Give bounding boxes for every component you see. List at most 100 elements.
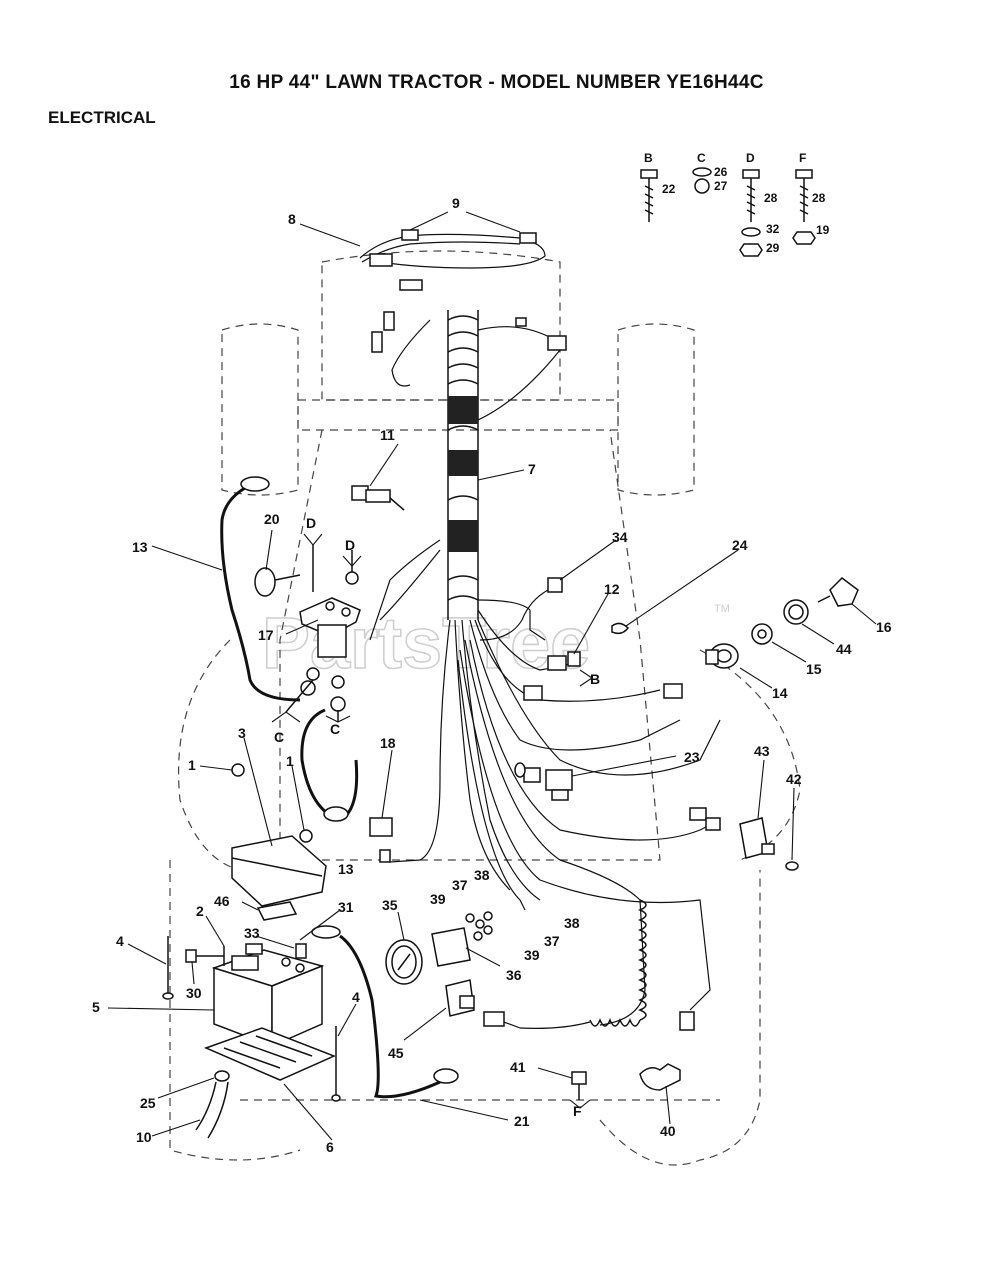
fuse-11 <box>351 485 405 511</box>
clip-24 <box>611 622 629 635</box>
svg-text:F: F <box>799 151 806 165</box>
section-label: ELECTRICAL <box>48 108 156 127</box>
switch-43 <box>739 817 799 871</box>
battery-bolts <box>162 925 341 1102</box>
callout-37: 37 <box>544 933 560 949</box>
page-title: 16 HP 44" LAWN TRACTOR - MODEL NUMBER YE… <box>229 72 764 93</box>
callout-13: 13 <box>132 539 148 555</box>
part-callouts: 8 9 11 7 13 20 34 24 12 16 17 44 15 14 3… <box>92 195 892 1155</box>
svg-text:29: 29 <box>766 241 780 255</box>
ref-d: D <box>345 537 355 553</box>
watermark-trademark: TM <box>714 603 730 615</box>
callout-9: 9 <box>452 195 460 211</box>
callout-46: 46 <box>214 893 230 909</box>
callout-12: 12 <box>604 581 620 597</box>
svg-text:19: 19 <box>816 223 830 237</box>
connector-12 <box>547 651 581 671</box>
callout-36: 36 <box>506 967 522 983</box>
svg-text:28: 28 <box>764 191 778 205</box>
battery-holddown-3 <box>231 763 327 907</box>
svg-text:B: B <box>644 151 653 165</box>
callout-30: 30 <box>186 985 202 1001</box>
ref-b: B <box>590 671 600 687</box>
hardware-group-f: F 28 19 <box>792 151 830 245</box>
hardware-reference-letters: D D C C B F <box>271 515 600 1119</box>
callout-41: 41 <box>510 1059 526 1075</box>
callout-24: 24 <box>732 537 748 553</box>
callout-2: 2 <box>196 903 204 919</box>
callout-23: 23 <box>684 749 700 765</box>
hardware-group-c: C 26 27 <box>692 151 728 194</box>
callout-10: 10 <box>136 1129 152 1145</box>
solenoid-45 <box>445 979 475 1017</box>
callout-5: 5 <box>92 999 100 1015</box>
callout-38: 38 <box>474 867 490 883</box>
switch-18 <box>369 817 393 863</box>
callout-21: 21 <box>514 1113 530 1129</box>
solenoid-17 <box>254 545 361 722</box>
callout-45: 45 <box>388 1045 404 1061</box>
callout-4: 4 <box>116 933 124 949</box>
svg-text:D: D <box>746 151 755 165</box>
connector-34 <box>479 577 563 641</box>
callout-14: 14 <box>772 685 788 701</box>
callout-7: 7 <box>528 461 536 477</box>
battery-label-46 <box>256 901 298 921</box>
callout-39: 39 <box>430 891 446 907</box>
nut-15 <box>751 623 773 645</box>
callout-13: 13 <box>338 861 354 877</box>
svg-text:C: C <box>697 151 706 165</box>
callout-43: 43 <box>754 743 770 759</box>
callout-16: 16 <box>876 619 892 635</box>
ref-c: C <box>274 729 284 745</box>
battery-5 <box>211 949 325 1048</box>
callout-37: 37 <box>452 877 468 893</box>
svg-text:28: 28 <box>812 191 826 205</box>
callout-1: 1 <box>188 757 196 773</box>
svg-text:22: 22 <box>662 182 676 196</box>
callout-6: 6 <box>326 1139 334 1155</box>
key-16 <box>817 577 859 607</box>
callout-39: 39 <box>524 947 540 963</box>
ref-c: C <box>330 721 340 737</box>
vent-tube-10 <box>195 1070 230 1139</box>
headlight-harness <box>359 229 546 291</box>
callout-17: 17 <box>258 627 274 643</box>
main-wire-harness <box>369 310 721 1031</box>
ref-d: D <box>306 515 316 531</box>
callout-3: 3 <box>238 725 246 741</box>
tractor-outline <box>169 250 801 1166</box>
leader-lines <box>107 211 877 1141</box>
battery-cable-13 <box>220 476 316 702</box>
callout-34: 34 <box>612 529 628 545</box>
callout-15: 15 <box>806 661 822 677</box>
callout-18: 18 <box>380 735 396 751</box>
callout-35: 35 <box>382 897 398 913</box>
ammeter-35 <box>385 939 423 985</box>
callout-8: 8 <box>288 211 296 227</box>
callout-31: 31 <box>338 899 354 915</box>
svg-text:26: 26 <box>714 165 728 179</box>
battery-cable-21 <box>339 934 459 1099</box>
callout-1: 1 <box>286 753 294 769</box>
ground-strap-41 <box>571 1071 587 1100</box>
callout-20: 20 <box>264 511 280 527</box>
callout-44: 44 <box>836 641 852 657</box>
callout-25: 25 <box>140 1095 156 1111</box>
hardware-group-d: D 28 32 29 <box>739 151 780 257</box>
callout-38: 38 <box>564 915 580 931</box>
connector-40 <box>639 1063 681 1091</box>
bracket-36 <box>431 911 493 967</box>
battery-tray-6 <box>203 1027 336 1081</box>
svg-text:27: 27 <box>714 179 728 193</box>
callout-42: 42 <box>786 771 802 787</box>
hardware-group-b: B 22 <box>640 151 676 222</box>
ignition-switch-14 <box>705 643 739 669</box>
ref-f: F <box>573 1103 582 1119</box>
svg-text:32: 32 <box>766 222 780 236</box>
relay-23 <box>545 769 573 801</box>
callout-11: 11 <box>380 427 395 443</box>
callout-40: 40 <box>660 1123 676 1139</box>
callout-4: 4 <box>352 989 360 1005</box>
